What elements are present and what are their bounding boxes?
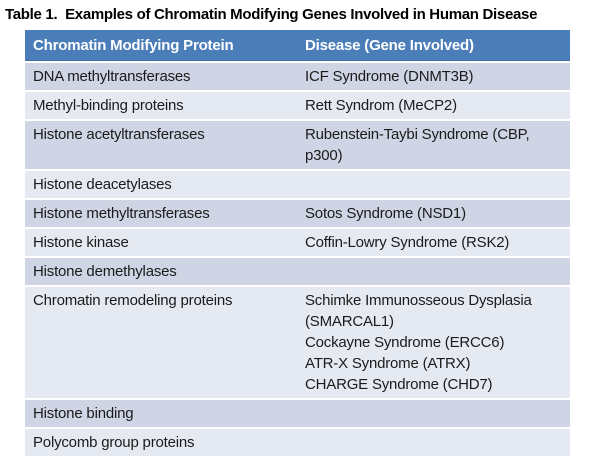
table-row: Histone binding [25, 400, 570, 427]
column-header-protein: Chromatin Modifying Protein [25, 30, 297, 61]
protein-cell: Histone deacetylases [25, 171, 297, 198]
column-header-disease: Disease (Gene Involved) [297, 30, 570, 61]
protein-cell: Histone kinase [25, 229, 297, 256]
disease-cell: Sotos Syndrome (NSD1) [297, 200, 570, 227]
table-row: Histone acetyltransferases Rubenstein-Ta… [25, 121, 570, 169]
disease-cell [297, 400, 570, 427]
disease-cell: Schimke Immunosseous Dysplasia (SMARCAL1… [297, 287, 570, 398]
disease-cell [297, 171, 570, 198]
disease-cell: Rett Syndrom (MeCP2) [297, 92, 570, 119]
protein-cell: DNA methyltransferases [25, 63, 297, 90]
chromatin-genes-table: Chromatin Modifying Protein Disease (Gen… [25, 28, 570, 458]
disease-cell: ICF Syndrome (DNMT3B) [297, 63, 570, 90]
table-row: Methyl-binding proteins Rett Syndrom (Me… [25, 92, 570, 119]
table-row: Histone demethylases [25, 258, 570, 285]
protein-cell: Chromatin remodeling proteins [25, 287, 297, 398]
header-row: Chromatin Modifying Protein Disease (Gen… [25, 30, 570, 61]
table-row: Histone methyltransferases Sotos Syndrom… [25, 200, 570, 227]
protein-cell: Methyl-binding proteins [25, 92, 297, 119]
table-caption: Table 1. Examples of Chromatin Modifying… [5, 6, 538, 23]
disease-cell [297, 429, 570, 456]
disease-cell [297, 258, 570, 285]
table-row: Histone deacetylases [25, 171, 570, 198]
disease-cell: Coffin-Lowry Syndrome (RSK2) [297, 229, 570, 256]
protein-cell: Histone acetyltransferases [25, 121, 297, 169]
table-row: DNA methyltransferases ICF Syndrome (DNM… [25, 63, 570, 90]
disease-cell: Rubenstein-Taybi Syndrome (CBP, p300) [297, 121, 570, 169]
protein-cell: Histone methyltransferases [25, 200, 297, 227]
table-row: Polycomb group proteins [25, 429, 570, 456]
protein-cell: Histone binding [25, 400, 297, 427]
protein-cell: Polycomb group proteins [25, 429, 297, 456]
table-row: Chromatin remodeling proteins Schimke Im… [25, 287, 570, 398]
table-row: Histone kinase Coffin-Lowry Syndrome (RS… [25, 229, 570, 256]
protein-cell: Histone demethylases [25, 258, 297, 285]
